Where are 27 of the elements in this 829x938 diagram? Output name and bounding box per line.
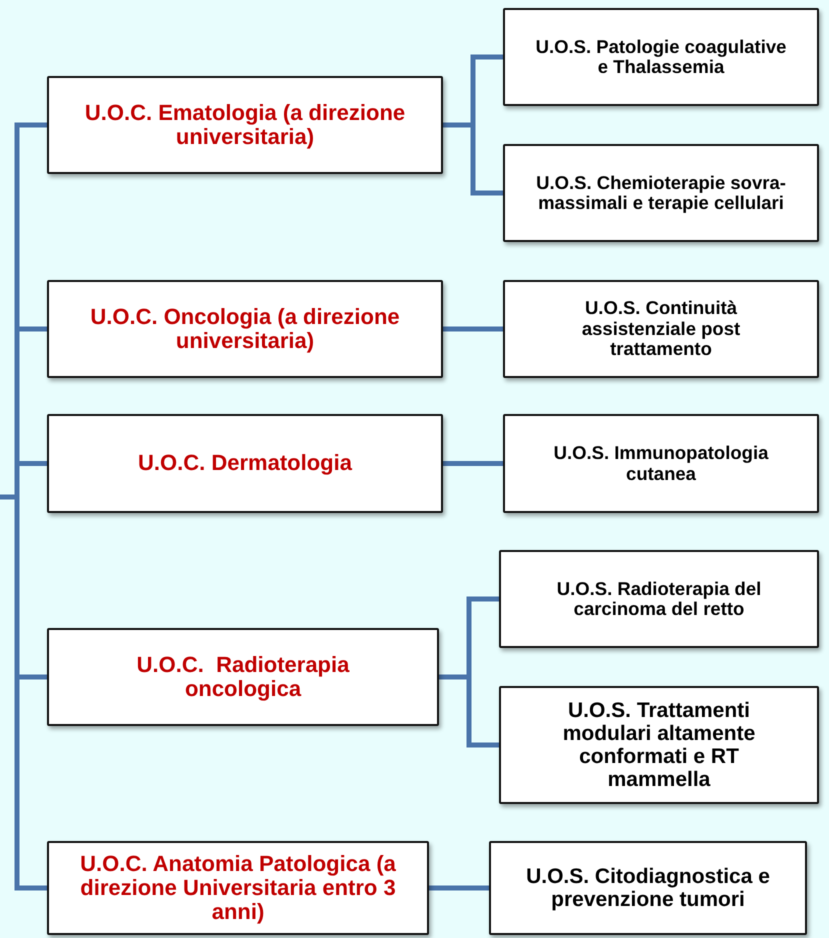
connector-line [443, 461, 503, 466]
unit-box [499, 686, 819, 804]
unit-name: U.O.C. Anatomia Patologica (a direzione Universitaria entro 3 anni) [79, 852, 397, 924]
connector-line [429, 886, 489, 890]
unit-name: U.O.S. Patologie coagulative e Thalassemia [534, 36, 788, 78]
unit-name: U.O.C. Dermatologia [138, 451, 352, 476]
unit-box [499, 550, 819, 648]
unit-name: U.O.S. Chemioterapie sovra-massimali e terapie cellulari [535, 172, 787, 214]
unit-box [503, 144, 819, 242]
unit-box [489, 841, 807, 935]
unit-name: U.O.C. Radioterapia oncologica [136, 652, 350, 702]
unit-box [47, 76, 443, 174]
unit-name: U.O.S. Trattamenti modulari altamente conformati e RT mammella [562, 698, 756, 792]
unit-name: U.O.S. Citodiagnostica e prevenzione tumori [525, 864, 771, 912]
unit-box [47, 280, 443, 378]
unit-name: U.O.S. Radioterapia del carcinoma del retto [556, 578, 762, 620]
unit-box [503, 414, 819, 513]
unit-name: U.O.C. Ematologia (a direzione universitaria) [84, 100, 406, 150]
unit-box [47, 628, 439, 726]
unit-box [503, 8, 819, 106]
unit-name: U.O.S. Continuità assistenziale post trattamento [580, 298, 742, 360]
connector-line [443, 326, 503, 332]
unit-box [47, 841, 429, 935]
unit-box [503, 280, 819, 378]
unit-box [47, 414, 443, 513]
unit-name: U.O.S. Immunopatologia cutanea [552, 443, 770, 484]
unit-name: U.O.C. Oncologia (a direzione universitaria) [89, 304, 401, 354]
